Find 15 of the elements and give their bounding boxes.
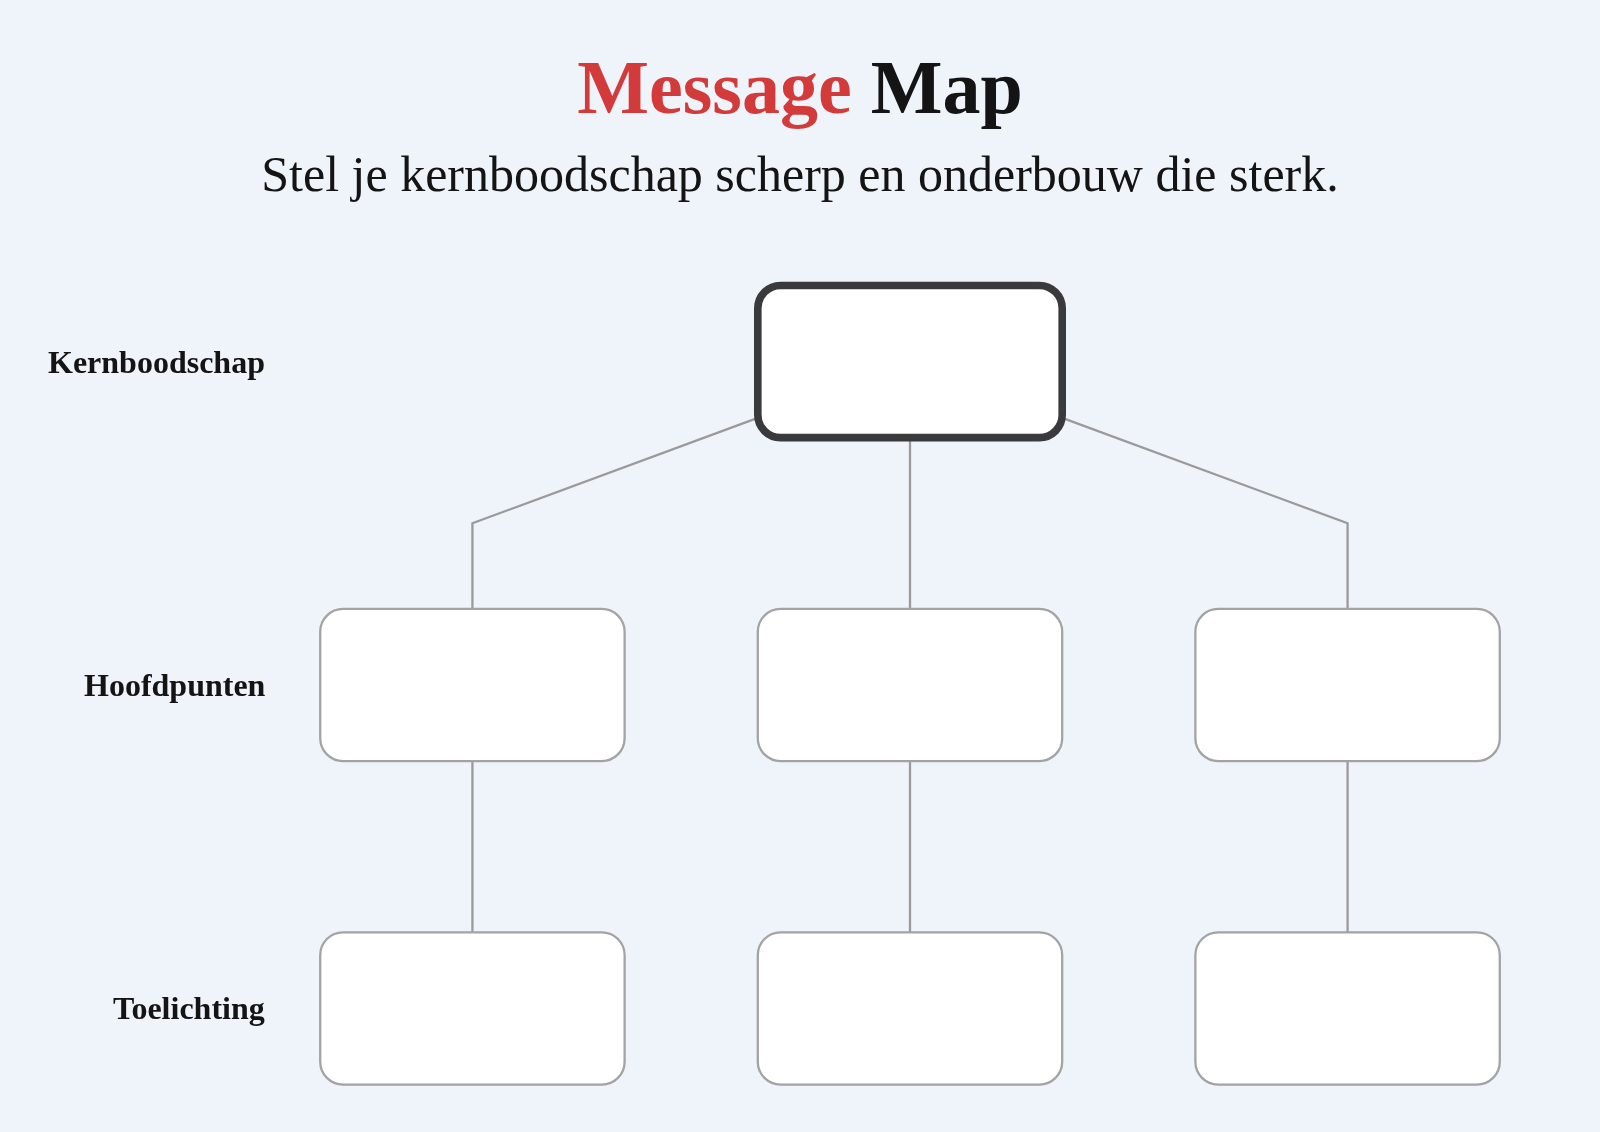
- row-heading: Toelichting: [113, 989, 265, 1028]
- node-box: [756, 931, 1064, 1086]
- node-box: [319, 607, 626, 763]
- node-box: [319, 931, 626, 1086]
- node-box: [1194, 607, 1501, 763]
- node-box: [1194, 931, 1501, 1086]
- row-heading: Kernboodschap: [48, 342, 265, 381]
- connector: [471, 761, 474, 933]
- connector: [908, 761, 912, 933]
- row-heading: Hoofdpunten: [84, 666, 266, 705]
- title: Message Map: [577, 46, 1023, 130]
- node-box: [756, 607, 1064, 763]
- connector: [1346, 761, 1349, 933]
- subtitle: Stel je kernboodschap scherp en onderbouw die sterk.: [261, 144, 1339, 204]
- node-box: [754, 281, 1066, 442]
